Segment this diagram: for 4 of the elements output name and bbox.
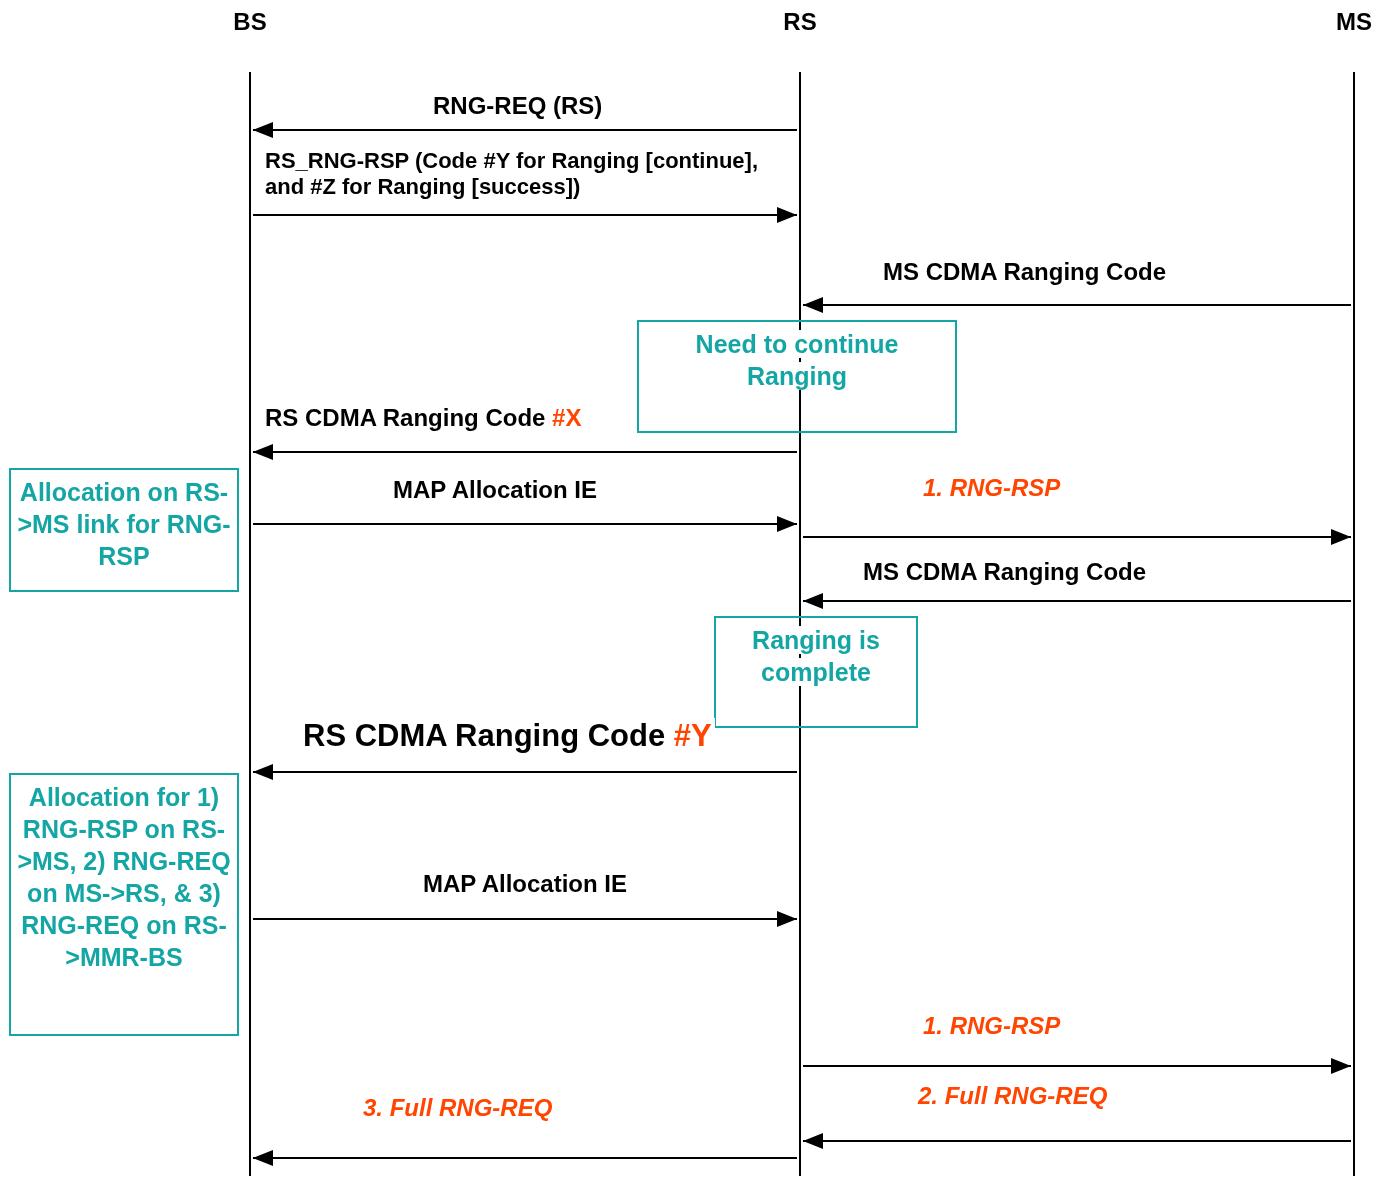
note-box: Allocation for 1) RNG-RSP on RS->MS, 2) RNG-REQ on MS->RS, & 3) RNG-REQ on RS->MMR-BS [9, 773, 239, 1036]
note-box: Need to continue Ranging [637, 320, 957, 433]
note-box: Ranging is complete [714, 616, 918, 728]
note-box: Allocation on RS->MS link for RNG-RSP [9, 468, 239, 592]
